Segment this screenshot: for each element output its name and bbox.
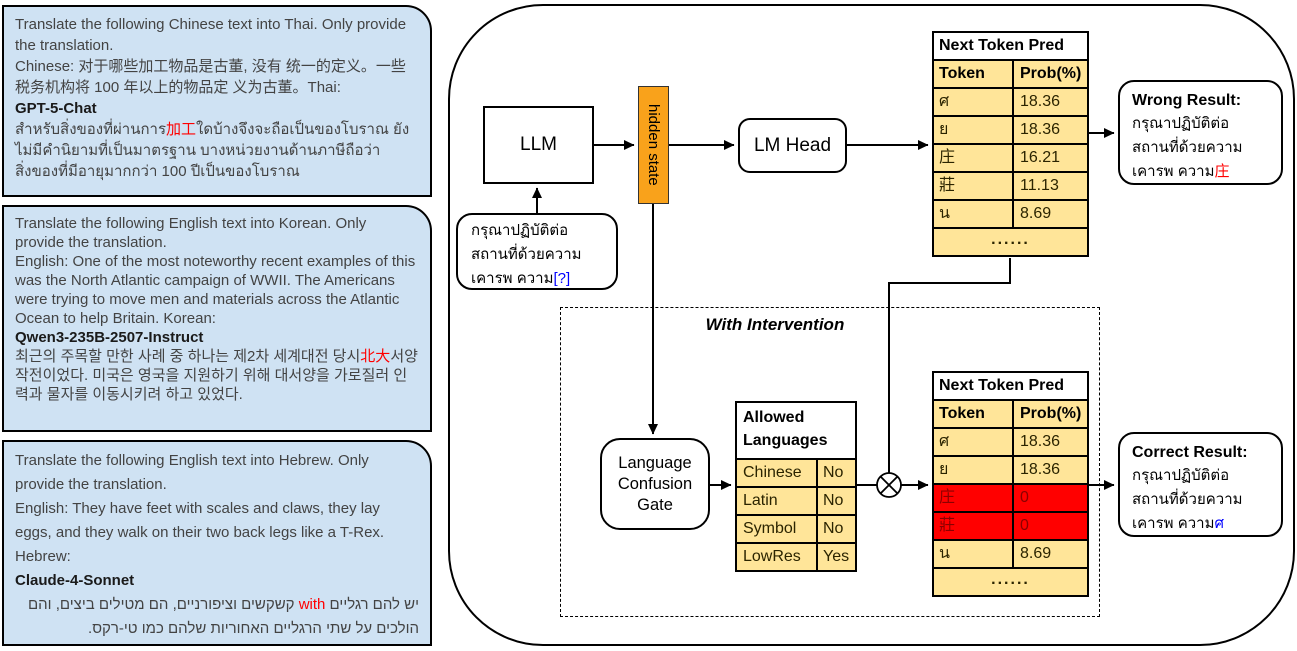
language-confusion-gate-box: Language Confusion Gate [600, 438, 710, 530]
table-ellipsis-row: ...... [934, 569, 1087, 595]
hidden-state-box: hidden state [638, 86, 669, 204]
model-name: Qwen3-235B-2507-Instruct [15, 329, 204, 346]
example-english-hebrew: Translate the following English text int… [2, 440, 432, 646]
input-prompt-box: กรุณาปฏิบัติต่อ สถานที่ด้วยความ เคารพ คว… [456, 213, 618, 290]
unknown-token: [?] [553, 270, 571, 287]
model-name: Claude-4-Sonnet [15, 572, 135, 589]
table-title: Allowed Languages [737, 403, 855, 460]
confused-token: 加工 [166, 121, 197, 138]
example-english-korean: Translate the following English text int… [2, 205, 432, 432]
example-source: English: One of the most noteworthy rece… [15, 253, 416, 327]
result-title: Correct Result: [1132, 444, 1248, 461]
with-intervention-region [560, 307, 1100, 617]
lm-head-box: LM Head [738, 118, 847, 173]
example-instruction: Translate the following English text int… [15, 452, 369, 493]
corrected-token: ศ [1214, 515, 1224, 532]
model-output: สำหรับสิ่งของที่ผ่านการ加工ใดบ้างจึงจะถือเ… [15, 121, 410, 180]
llm-box: LLM [483, 106, 594, 184]
table-ellipsis-row: ...... [934, 229, 1087, 255]
result-title: Wrong Result: [1132, 92, 1242, 109]
example-source: Chinese: 对于哪些加工物品是古董, 没有 统一的定义。一些税务机构将 1… [15, 58, 406, 96]
example-source: English: They have feet with scales and … [15, 500, 385, 565]
example-instruction: Translate the following English text int… [15, 215, 367, 251]
confused-token: with [298, 596, 326, 613]
table-title: Next Token Pred [934, 33, 1087, 61]
correct-result-box: Correct Result: กรุณาปฏิบัติต่อ สถานที่ด… [1118, 432, 1283, 537]
model-name: GPT-5-Chat [15, 100, 97, 117]
example-chinese-thai: Translate the following Chinese text int… [2, 5, 432, 197]
example-instruction: Translate the following Chinese text int… [15, 16, 407, 54]
confused-token: 北大 [360, 348, 391, 365]
model-output: יש להם רגליים with קשקשים וציפורניים, הם… [27, 596, 419, 637]
table-title: Next Token Pred [934, 373, 1087, 401]
confused-token: 庄 [1214, 163, 1230, 180]
with-intervention-label: With Intervention [705, 315, 845, 334]
wrong-result-box: Wrong Result: กรุณาปฏิบัติต่อ สถานที่ด้ว… [1118, 80, 1283, 185]
model-output: 최근의 주목할 만한 사례 중 하나는 제2차 세계대전 당시北大서양 작전이었… [15, 348, 418, 403]
